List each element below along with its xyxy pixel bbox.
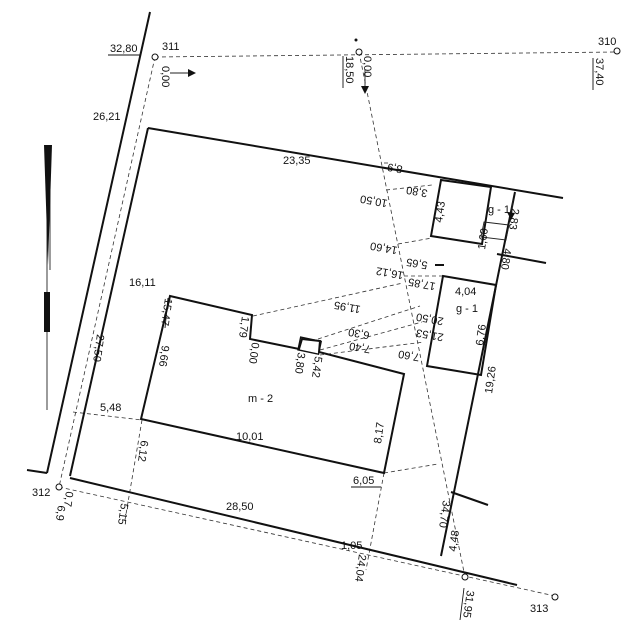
dim-1-60: 1,60 <box>476 228 491 251</box>
offset-house-bottom-right <box>365 472 385 571</box>
dim-15-47: 15,47 <box>158 298 174 327</box>
porch <box>297 336 323 355</box>
dim-32-80: 32,80 <box>110 43 138 55</box>
dim-4-48: 4,48 <box>447 530 462 553</box>
dim-9-66: 9,66 <box>156 345 171 368</box>
dim-24-04: 24,04 <box>352 554 368 583</box>
offset-house-corner <box>252 282 404 317</box>
dim-0-00-b: 0,00 <box>361 56 373 77</box>
survey-line-baseline <box>358 51 466 578</box>
dim-7-60: 7,60 <box>397 347 420 363</box>
station-labels: 311 310 312 313 <box>32 36 616 615</box>
dim-11-95: 11,95 <box>333 298 361 314</box>
direction-arrows <box>170 69 515 220</box>
building-main: m - 2 <box>139 294 406 475</box>
station-points <box>55 38 621 601</box>
fence-left <box>46 11 151 474</box>
dim-21-53: 21,53 <box>415 326 444 343</box>
dim-6-9: 6,9 <box>53 505 67 522</box>
station-label-311: 311 <box>162 41 180 53</box>
building-label-garage-mid: g - 1 <box>456 303 478 315</box>
dim-5-42: 5,42 <box>309 356 324 379</box>
dim-5-15: 5,15 <box>115 503 130 526</box>
station-312-marker <box>55 483 63 491</box>
dim-4-80: 4,80 <box>498 248 513 271</box>
dim-4-43: 4,43 <box>433 201 448 224</box>
station-baseline-bottom <box>461 573 469 581</box>
dim-19-26: 19,26 <box>483 365 499 394</box>
station-310-marker <box>613 47 621 55</box>
dim-8-17: 8,17 <box>372 422 387 445</box>
dim-18-50: 18,50 <box>343 56 355 84</box>
station-311-marker <box>151 53 159 61</box>
survey-line-311-310 <box>154 51 618 58</box>
offset-garage-top <box>385 184 433 191</box>
offset-bottom-corner <box>383 463 439 474</box>
dim-1-05: 1,05 <box>341 540 362 552</box>
dim-6-12: 6,12 <box>135 440 150 463</box>
dim-7-40: 7,40 <box>348 339 371 355</box>
dim-20-50: 20,50 <box>415 310 444 327</box>
dim-17-85: 17,85 <box>407 275 436 292</box>
dimension-labels: 32,80 0,00 18,50 0,00 37,40 26,21 23,35 … <box>53 43 605 621</box>
building-label-main: m - 2 <box>248 393 273 405</box>
dim-26-21: 26,21 <box>93 111 121 123</box>
north-arrow-icon <box>44 145 52 410</box>
dim-14-60: 14,60 <box>369 239 398 256</box>
fence-bottom <box>69 477 518 586</box>
dim-0-00-c: 0,00 <box>246 342 261 365</box>
dim-0-00-a: 0,00 <box>159 66 171 87</box>
offset-porch-a <box>317 305 421 340</box>
dim-8-9: 8,9 <box>386 160 403 174</box>
station-label-312: 312 <box>32 487 50 499</box>
building-garage-mid: g - 1 <box>425 274 498 377</box>
dim-5-65: 5,65 <box>405 255 428 271</box>
station-baseline-top <box>355 48 363 56</box>
dim-6-30: 6,30 <box>347 325 370 341</box>
survey-lines <box>58 51 618 597</box>
station-label-313: 313 <box>530 603 548 615</box>
dim-2-83: 2,83 <box>506 208 521 231</box>
dim-37-40: 37,40 <box>593 58 605 86</box>
dim-3-80-b: 3,80 <box>292 352 307 375</box>
offset-porch-c <box>319 341 425 356</box>
dim-10-01: 10,01 <box>236 431 264 443</box>
offset-porch-b <box>319 321 423 351</box>
dim-6-76: 6,76 <box>474 324 489 347</box>
building-garage-top: g - 1 <box>429 178 510 246</box>
fence-spur-1 <box>496 253 547 264</box>
station-313-marker <box>551 593 559 601</box>
building-label-garage-top: g - 1 <box>488 204 510 216</box>
dim-28-50: 28,50 <box>226 501 254 513</box>
dim-31-95: 31,95 <box>460 590 476 619</box>
fence-spur-2 <box>450 491 489 506</box>
dim-23-35: 23,35 <box>283 155 311 167</box>
dim-27-50: 27,50 <box>90 334 106 363</box>
station-label-310: 310 <box>598 36 616 48</box>
dim-4-04: 4,04 <box>455 286 476 298</box>
dim-0-7: 0,7 <box>61 491 75 508</box>
offset-left-wall <box>72 411 143 421</box>
dim-16-12: 16,12 <box>375 264 404 281</box>
dim-16-11: 16,11 <box>129 277 156 289</box>
survey-line-311-312 <box>58 56 156 488</box>
offset-house-bottom-left <box>124 419 143 521</box>
survey-line-312-313 <box>58 486 556 597</box>
dim-3-80-a: 3,80 <box>405 183 428 199</box>
offset-garage-bottom <box>397 237 433 245</box>
fence-top <box>147 127 564 199</box>
dim-6-05: 6,05 <box>353 475 374 487</box>
dim-1-79: 1,79 <box>236 316 251 339</box>
boundary-lines <box>26 11 564 586</box>
dim-34-70: 34,70 <box>436 500 452 529</box>
dim-10-50: 10,50 <box>359 192 388 209</box>
fence-inner-left <box>69 127 149 477</box>
dim-5-48: 5,48 <box>100 402 121 414</box>
